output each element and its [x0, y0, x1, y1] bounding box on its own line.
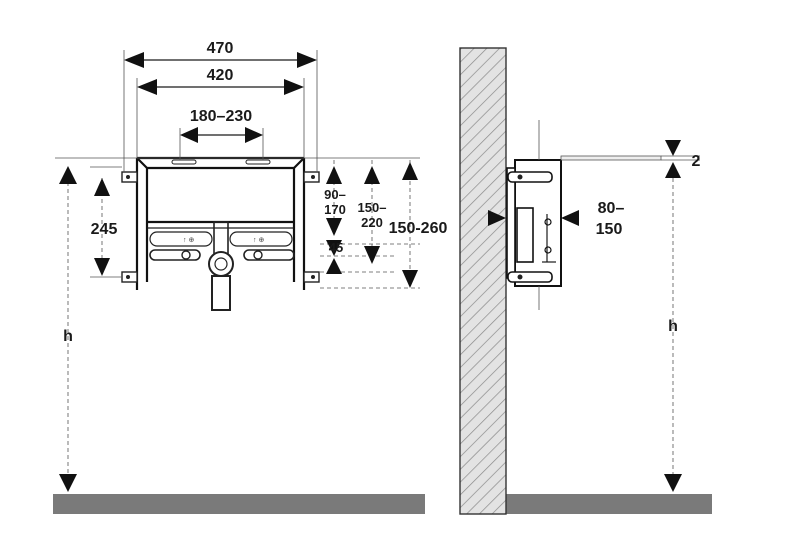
label-45: 45	[329, 240, 343, 255]
front-extension-lines	[55, 50, 420, 490]
svg-text:↑ ⊕: ↑ ⊕	[253, 237, 264, 244]
dim-245	[94, 178, 110, 276]
label-245: 245	[91, 221, 118, 238]
dim-2	[665, 140, 681, 178]
dim-h-front	[59, 166, 77, 492]
label-2: 2	[692, 153, 701, 170]
front-frame: ↑ ⊕ ↑ ⊕	[121, 156, 320, 311]
label-80-150-a: 80–	[598, 200, 625, 217]
dim-420	[137, 79, 304, 95]
label-80-150-b: 150	[596, 221, 623, 238]
label-150-220-a: 150–	[358, 200, 387, 215]
label-90-170-a: 90–	[324, 187, 346, 202]
wall-section	[459, 47, 507, 515]
label-150-260: 150-260	[389, 220, 448, 237]
side-extension-lines	[538, 120, 700, 490]
label-420: 420	[207, 67, 234, 84]
dim-45	[326, 240, 342, 274]
dim-150-260	[402, 160, 418, 288]
floor-right	[506, 494, 712, 514]
dim-80-150	[488, 210, 579, 226]
label-470: 470	[207, 40, 234, 57]
dim-h-side	[664, 474, 682, 492]
floor-left	[53, 494, 425, 514]
label-90-170-b: 170	[324, 202, 346, 217]
dim-180-230	[180, 127, 263, 143]
label-150-220-b: 220	[361, 215, 383, 230]
svg-text:↑ ⊕: ↑ ⊕	[183, 237, 194, 244]
label-180-230: 180–230	[190, 108, 252, 125]
dim-150-220	[364, 160, 380, 264]
dim-470	[124, 52, 317, 68]
label-h-front: h	[63, 328, 73, 345]
label-h-side: h	[668, 318, 678, 335]
side-frame	[506, 155, 662, 287]
dim-90-170	[326, 160, 342, 236]
